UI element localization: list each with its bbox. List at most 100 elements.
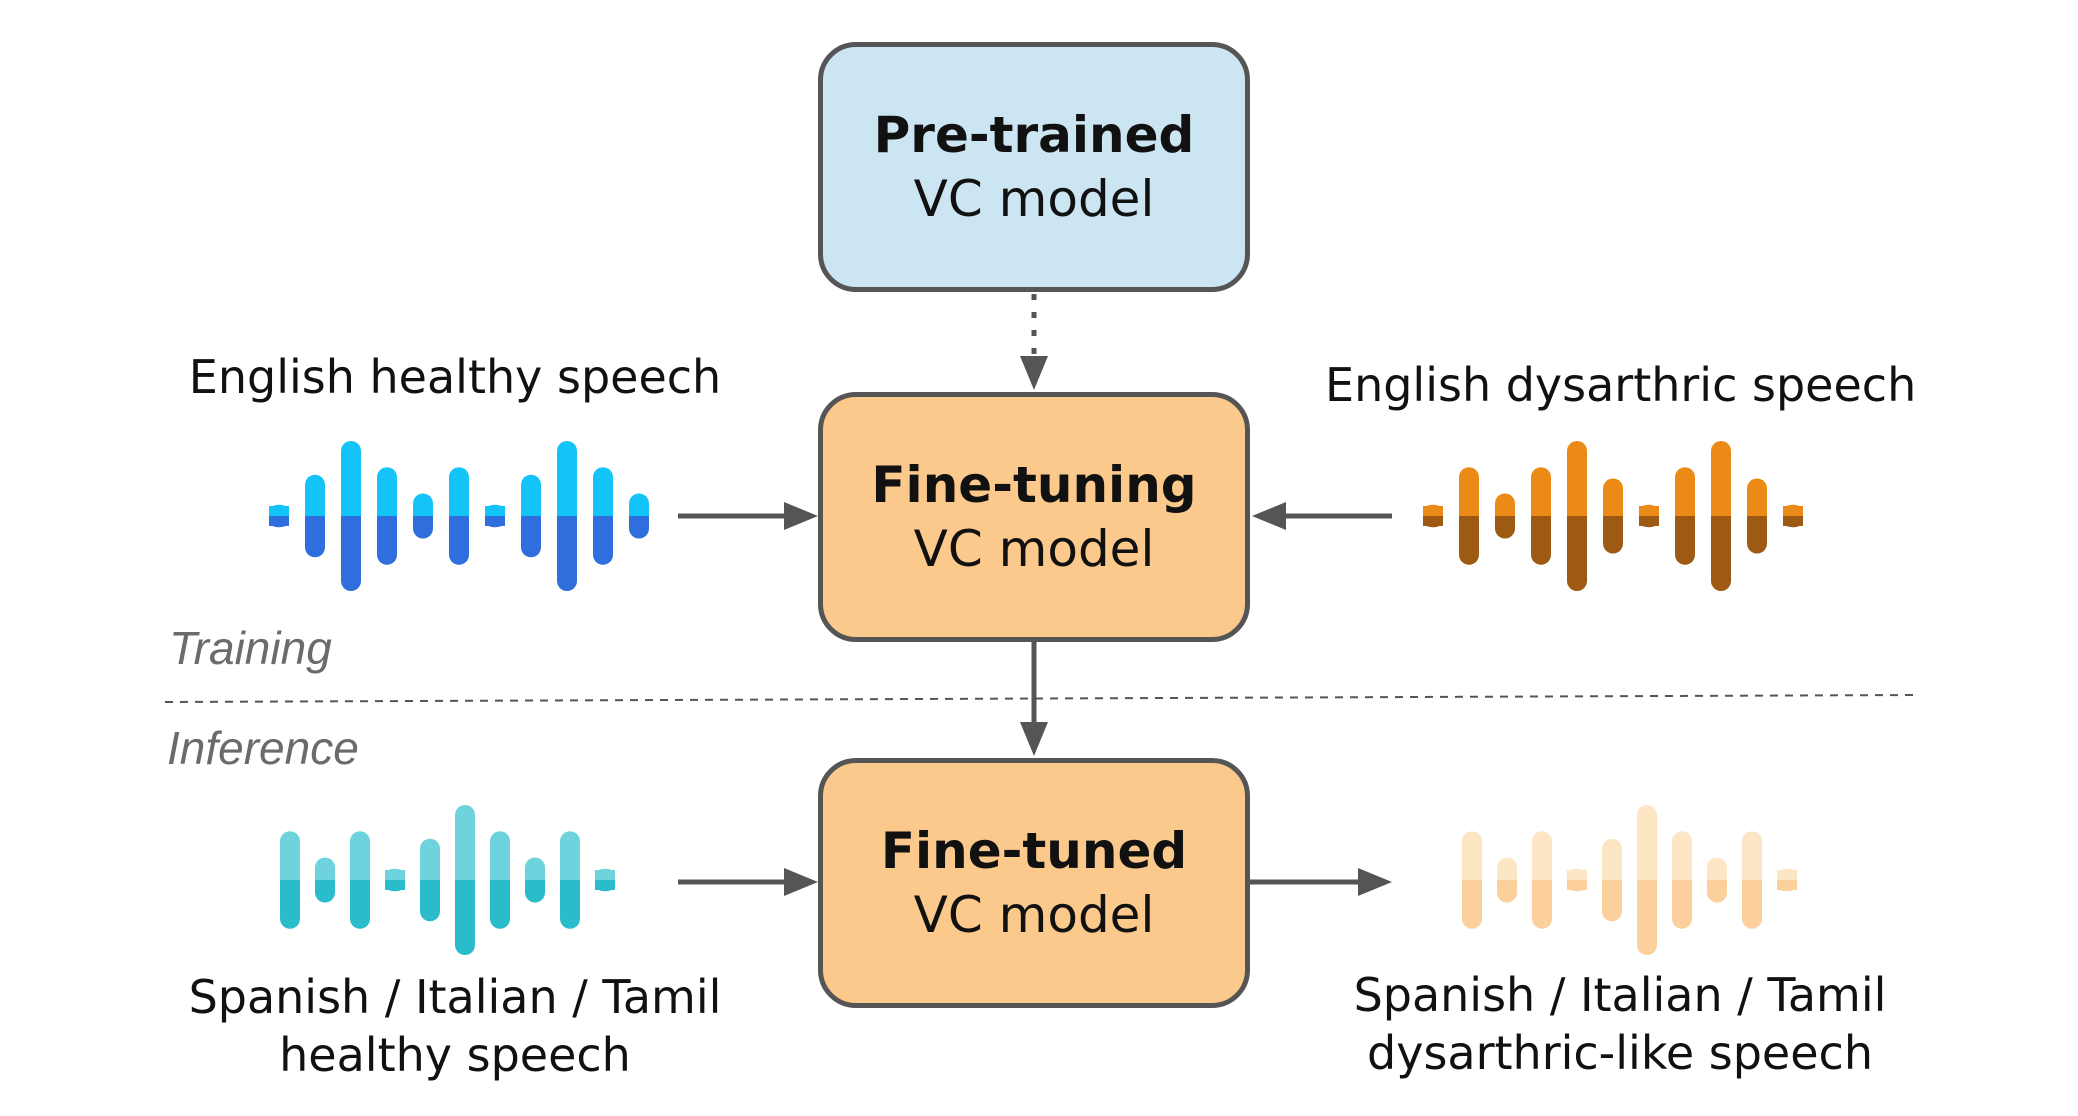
waveform-bar-joint (455, 870, 475, 880)
arrowhead-into-finetuning (1020, 356, 1048, 390)
waveform-bar-joint (377, 516, 397, 526)
waveform-bar-joint (377, 506, 397, 516)
waveform-bar-joint (1637, 870, 1657, 880)
waveform-bar (1672, 831, 1692, 881)
arrowhead-healthy-to-finetuning (784, 502, 818, 530)
waveform-bar-joint (1532, 880, 1552, 890)
other-healthy-label-line2: healthy speech (279, 1028, 631, 1082)
waveform-bar-joint (560, 870, 580, 880)
waveform-bar-joint (521, 506, 541, 516)
waveform-bar-joint (490, 880, 510, 890)
waveform-bar-joint (1423, 506, 1443, 516)
waveform-bar-joint (385, 870, 405, 880)
waveform-bar-joint (1711, 516, 1731, 526)
waveform-bar-joint (1783, 506, 1803, 516)
waveform-bar-joint (1777, 870, 1797, 880)
waveform-bar-joint (305, 506, 325, 516)
pretrained-model-title: Pre-trained (873, 106, 1195, 164)
waveform-bar (1742, 880, 1762, 929)
waveform-bar-joint (1495, 506, 1515, 516)
waveform-bar (377, 467, 397, 517)
waveform-bar (490, 880, 510, 929)
finetuning-model-title: Fine-tuning (871, 456, 1197, 514)
waveform-bar-joint (490, 870, 510, 880)
other-dysarthric-label-line2: dysarthric-like speech (1367, 1026, 1873, 1080)
waveform-bar-joint (413, 516, 433, 526)
waveform-bar (1742, 831, 1762, 881)
waveform-bar-joint (1459, 506, 1479, 516)
english-dysarthric-label: English dysarthric speech (1325, 358, 1917, 412)
waveform-bar (593, 467, 613, 517)
waveform-bar (1462, 880, 1482, 929)
finetuning-model-subtitle: VC model (913, 520, 1155, 578)
waveform-bar (1637, 805, 1657, 881)
arrowhead-into-finetuned-left (784, 868, 818, 896)
waveform-bar-joint (305, 516, 325, 526)
waveform-bar-joint (629, 516, 649, 526)
waveform-bar (1711, 516, 1731, 591)
waveform-bar-joint (1639, 516, 1659, 526)
waveform-bar-joint (1531, 506, 1551, 516)
waveform-bar-joint (595, 880, 615, 890)
waveform-bar (557, 516, 577, 591)
english-dysarthric-waveform-icon (1423, 441, 1803, 591)
finetuned-model-title: Fine-tuned (880, 822, 1188, 880)
waveform-bar (1675, 516, 1695, 565)
other-healthy-waveform-icon (280, 805, 615, 955)
waveform-bar-joint (1423, 516, 1443, 526)
waveform-bar-joint (1603, 516, 1623, 526)
waveform-bar-joint (1711, 506, 1731, 516)
waveform-bar-joint (557, 506, 577, 516)
waveform-bar-joint (593, 516, 613, 526)
waveform-bar-joint (341, 516, 361, 526)
waveform-bar (521, 516, 541, 558)
waveform-bar-joint (1495, 516, 1515, 526)
english-healthy-label: English healthy speech (188, 350, 722, 404)
waveform-bar-joint (1707, 880, 1727, 890)
waveform-bar-joint (525, 880, 545, 890)
waveform-bar (490, 831, 510, 881)
waveform-bar-joint (1602, 880, 1622, 890)
waveform-bar-joint (315, 880, 335, 890)
waveform-bar (560, 831, 580, 881)
waveform-bar-joint (269, 506, 289, 516)
waveform-bar (449, 516, 469, 565)
waveform-bar-joint (1675, 516, 1695, 526)
arrowhead-dysarthric-to-finetuning (1252, 502, 1286, 530)
waveform-bar (1602, 880, 1622, 922)
waveform-bar (1672, 880, 1692, 929)
waveform-bar-joint (449, 516, 469, 526)
waveform-bar-joint (595, 870, 615, 880)
waveform-bar-joint (1672, 880, 1692, 890)
waveform-bar-joint (1497, 870, 1517, 880)
waveform-bar-joint (1742, 870, 1762, 880)
waveform-bar-joint (315, 870, 335, 880)
pretrained-model-subtitle: VC model (913, 170, 1155, 228)
waveform-bar-joint (385, 880, 405, 890)
waveform-bar (455, 805, 475, 881)
waveform-bar (350, 831, 370, 881)
other-dysarthric-label-line1: Spanish / Italian / Tamil (1353, 968, 1887, 1022)
waveform-bar-joint (557, 516, 577, 526)
waveform-bar-joint (629, 506, 649, 516)
waveform-bar (1532, 880, 1552, 929)
waveform-bar (560, 880, 580, 929)
finetuned-model-subtitle: VC model (913, 886, 1155, 944)
waveform-bar-joint (593, 506, 613, 516)
waveform-bar-joint (420, 880, 440, 890)
waveform-bar (1711, 441, 1731, 517)
waveform-bar (1637, 880, 1657, 955)
waveform-bar (377, 516, 397, 565)
pretrained-model-box: Pre-trained VC model (818, 42, 1250, 292)
waveform-bar-joint (525, 870, 545, 880)
waveform-bar (449, 467, 469, 517)
waveform-bar-joint (1747, 506, 1767, 516)
waveform-bar-joint (1637, 880, 1657, 890)
english-healthy-waveform-icon (269, 441, 649, 591)
waveform-bar (1459, 516, 1479, 565)
waveform-bar (1531, 467, 1551, 517)
waveform-bar (1459, 467, 1479, 517)
waveform-bar-joint (1567, 880, 1587, 890)
waveform-bar-joint (1783, 516, 1803, 526)
waveform-bar-joint (449, 506, 469, 516)
